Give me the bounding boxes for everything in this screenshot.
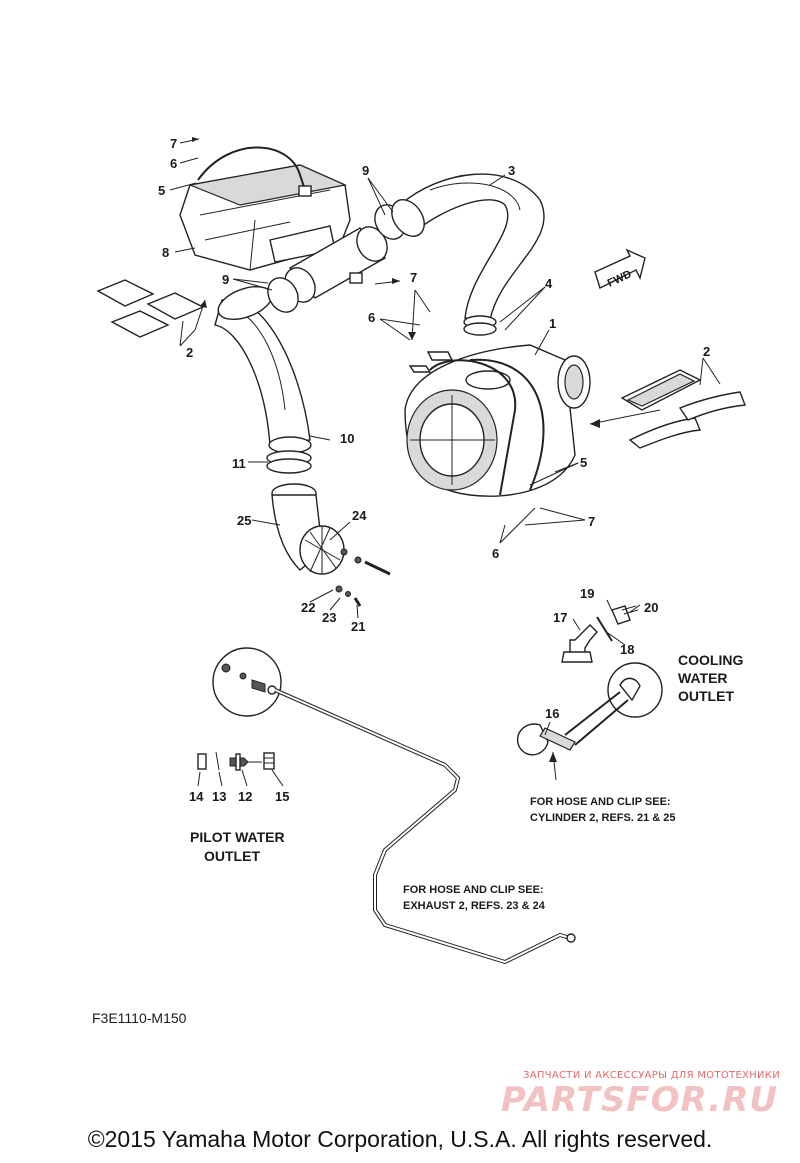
note-exhaust-line2: EXHAUST 2, REFS. 23 & 24 — [403, 900, 546, 912]
pilot-fittings — [197, 751, 275, 771]
cooling-outlet-line1: COOLING — [678, 652, 743, 668]
strap-buckle-icon — [298, 185, 312, 197]
callout-1: 1 — [549, 316, 556, 331]
callout-16: 16 — [545, 706, 559, 721]
elbow-25 — [271, 483, 345, 575]
callout-23: 23 — [322, 610, 336, 625]
callout-9b: 9 — [222, 272, 229, 287]
callout-15: 15 — [275, 789, 289, 804]
pads-right — [620, 369, 746, 449]
strap-5-box — [429, 359, 517, 496]
cooling-outlet-detail — [516, 605, 663, 756]
note-exhaust-line1: FOR HOSE AND CLIP SEE: — [403, 884, 544, 896]
callout-labels: 7 6 5 8 9 9 3 2 7 6 4 1 2 10 11 5 7 6 25… — [158, 136, 710, 804]
callout-5a: 5 — [158, 183, 165, 198]
callout-14: 14 — [189, 789, 204, 804]
callout-21: 21 — [351, 619, 365, 634]
leader-lines — [169, 138, 721, 787]
clamps-11 — [266, 450, 312, 474]
callout-2a: 2 — [186, 345, 193, 360]
callout-7b: 7 — [410, 270, 417, 285]
callout-6a: 6 — [170, 156, 177, 171]
callout-18: 18 — [620, 642, 634, 657]
copyright-notice: ©2015 Yamaha Motor Corporation, U.S.A. A… — [87, 1126, 713, 1152]
callout-9a: 9 — [362, 163, 369, 178]
pilot-outlet-line2: OUTLET — [204, 848, 260, 864]
callout-2b: 2 — [703, 344, 710, 359]
captions: COOLING WATER OUTLET PILOT WATER OUTLET … — [92, 652, 743, 1026]
callout-8: 8 — [162, 245, 169, 260]
connector-pipe — [267, 204, 406, 313]
fasteners-24 — [335, 548, 391, 607]
note-cylinder-line2: CYLINDER 2, REFS. 21 & 25 — [530, 812, 676, 824]
callout-7a: 7 — [170, 136, 177, 151]
callout-17: 17 — [553, 610, 567, 625]
pads-left — [96, 279, 205, 338]
callout-5b: 5 — [580, 455, 587, 470]
watermark-logo: PARTSFOR.RU — [500, 1080, 778, 1120]
note-cylinder-line1: FOR HOSE AND CLIP SEE: — [530, 796, 671, 808]
hose-3 — [391, 173, 545, 321]
cooling-outlet-line2: WATER — [678, 670, 728, 686]
clamps-4 — [463, 315, 497, 336]
bracket-icon — [349, 272, 363, 284]
pilot-tube — [274, 688, 576, 965]
callout-22: 22 — [301, 600, 315, 615]
callout-24: 24 — [352, 508, 367, 523]
cooling-outlet-line3: OUTLET — [678, 688, 734, 704]
strap-5-top — [197, 146, 306, 191]
air-box-1 — [404, 344, 591, 497]
diagram-code: F3E1110-M150 — [92, 1010, 187, 1026]
callout-25: 25 — [237, 513, 251, 528]
arrowheads — [192, 137, 600, 762]
callout-12: 12 — [238, 789, 252, 804]
callout-11: 11 — [232, 456, 246, 471]
fwd-arrow-icon: FWD — [594, 248, 646, 290]
pilot-outlet-line1: PILOT WATER — [190, 829, 285, 845]
callout-19: 19 — [580, 586, 594, 601]
watermark-tagline: ЗАПЧАСТИ И АКСЕССУАРЫ ДЛЯ МОТОТЕХНИКИ — [523, 1070, 780, 1081]
callout-10: 10 — [340, 431, 354, 446]
callout-4: 4 — [545, 276, 553, 291]
callout-6b: 6 — [368, 310, 375, 325]
pilot-outlet-detail — [212, 647, 282, 717]
callout-7c: 7 — [588, 514, 595, 529]
callout-6c: 6 — [492, 546, 499, 561]
callout-3: 3 — [508, 163, 515, 178]
callout-13: 13 — [212, 789, 226, 804]
intake-hose-10 — [214, 286, 312, 454]
callout-20: 20 — [644, 600, 658, 615]
